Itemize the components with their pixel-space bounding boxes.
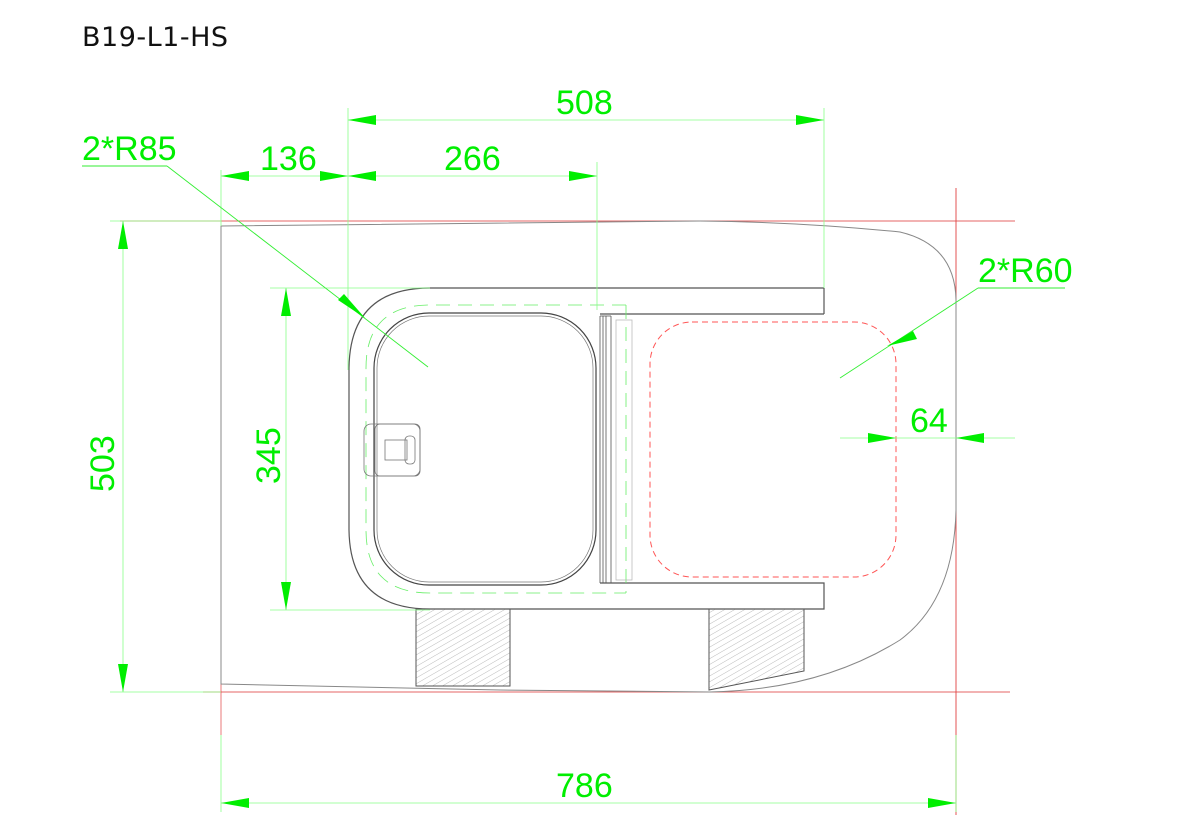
dim-right-clearance: 64 <box>910 402 948 440</box>
extension-lines <box>110 108 957 812</box>
door-opening <box>373 312 597 586</box>
foot-left <box>415 608 511 687</box>
latch-icon <box>363 423 421 477</box>
reference-lines <box>120 188 1015 815</box>
dimension-lines <box>118 115 1015 808</box>
inner-guide <box>365 304 626 594</box>
slide-rails <box>599 315 633 583</box>
dim-left-offset: 136 <box>260 140 317 178</box>
radius-leaders <box>82 165 1065 379</box>
body-outline <box>220 220 957 693</box>
cutout-region <box>649 321 897 578</box>
drawing-title: B19-L1-HS <box>82 22 229 53</box>
foot-right <box>708 608 805 691</box>
radius-callout-left: 2*R85 <box>82 130 177 168</box>
dim-overall-width: 786 <box>556 767 613 805</box>
dim-overall-height: 503 <box>84 435 122 492</box>
dim-frame-width: 508 <box>556 84 613 122</box>
frame-outline <box>348 287 825 610</box>
radius-callout-right: 2*R60 <box>978 252 1073 290</box>
dim-opening-height: 345 <box>250 427 288 484</box>
dim-opening-width: 266 <box>444 140 501 178</box>
